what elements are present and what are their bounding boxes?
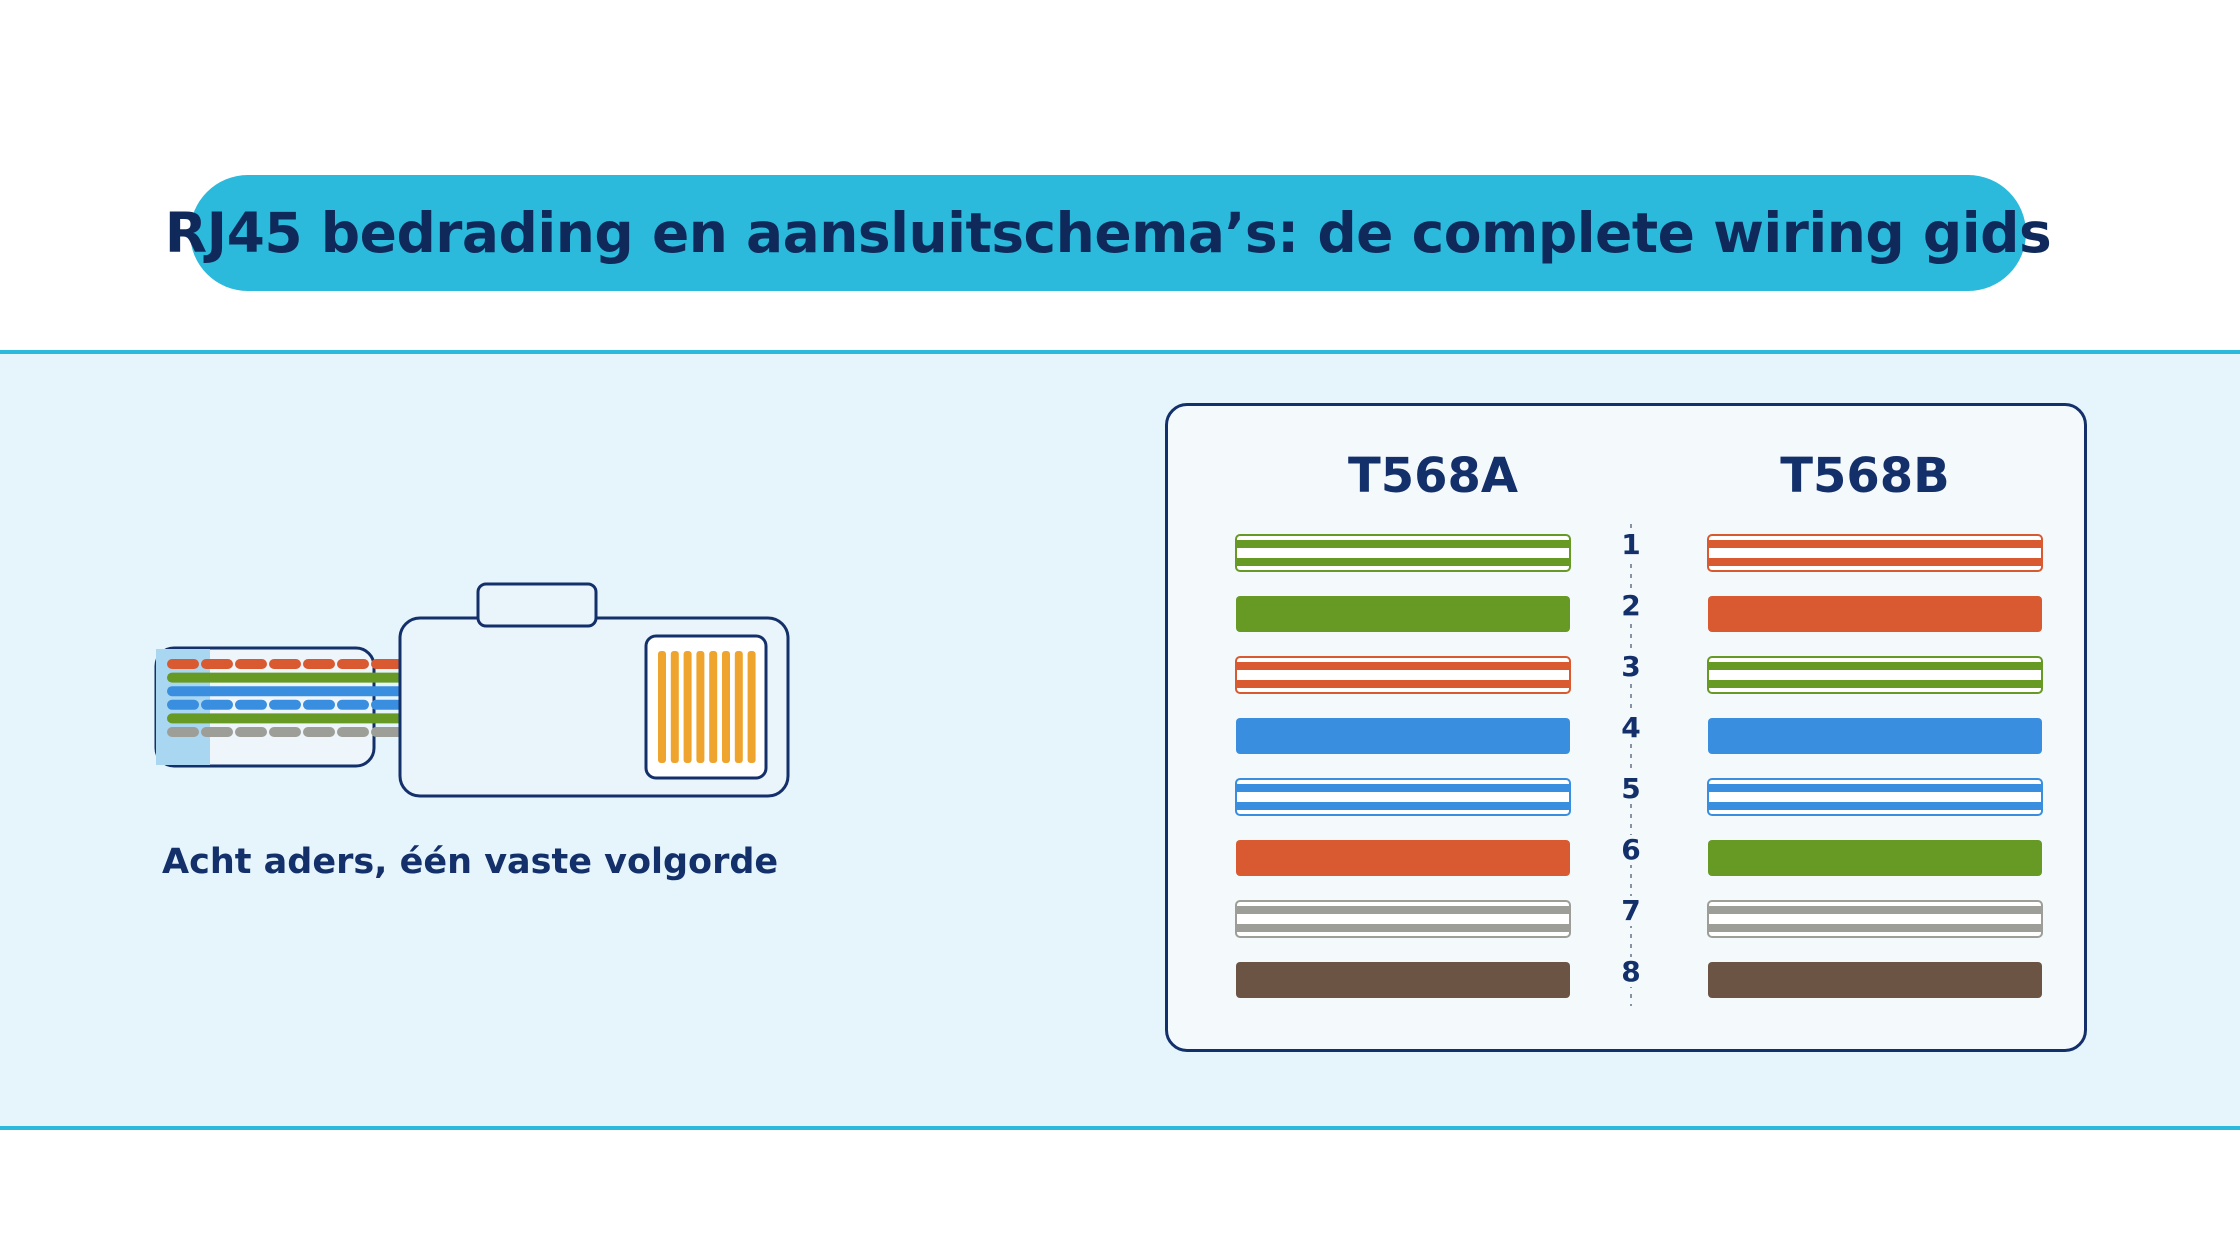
pin-number-6: 6 xyxy=(1621,833,1640,866)
wire-stripe-t568b-pin-7 xyxy=(1707,900,2043,938)
wire-stripe-t568b-pin-3 xyxy=(1707,656,2043,694)
pin-number-bg xyxy=(1617,835,1645,865)
pin-number-5: 5 xyxy=(1621,772,1640,805)
wire-stripe-t568b-pin-2 xyxy=(1708,596,2042,632)
contact-pin-8 xyxy=(747,651,756,763)
pin-number-bg xyxy=(1617,896,1645,926)
wire-stripe-t568a-pin-8 xyxy=(1236,962,1570,998)
contact-pin-5 xyxy=(709,651,718,763)
pin-number-bg xyxy=(1617,774,1645,804)
rj45-connector-icon xyxy=(154,582,790,798)
title-banner: RJ45 bedrading en aansluitschema’s: de c… xyxy=(165,175,2052,291)
pin-number-bg xyxy=(1617,530,1645,560)
contact-pin-4 xyxy=(696,651,705,763)
page-title: RJ45 bedrading en aansluitschema’s: de c… xyxy=(164,201,2052,265)
wire-stripe-t568b-pin-8 xyxy=(1708,962,2042,998)
connector-caption: Acht aders, één vaste volgorde xyxy=(162,842,779,882)
wiring-scheme-diagram: 1 2 3 4 5 6 7 8 xyxy=(1235,524,2043,1006)
pin-number-2: 2 xyxy=(1621,589,1640,622)
pin-number-bg xyxy=(1617,957,1645,987)
standard-title-t568a: T568A xyxy=(1347,448,1519,504)
pin-number-bg xyxy=(1617,713,1645,743)
contact-pin-3 xyxy=(683,651,692,763)
plug-latch xyxy=(476,582,598,628)
pin-number-8: 8 xyxy=(1621,955,1640,988)
wire-stripe-t568b-pin-1 xyxy=(1707,534,2043,572)
standard-title-t568b: T568B xyxy=(1780,448,1950,504)
wire-stripe-t568a-pin-4 xyxy=(1236,718,1570,754)
pin-number-bg xyxy=(1617,652,1645,682)
contact-pin-2 xyxy=(670,651,679,763)
wire-stripe-t568a-pin-1 xyxy=(1235,534,1571,572)
wire-stripe-t568b-pin-6 xyxy=(1708,840,2042,876)
contact-pin-1 xyxy=(658,651,666,763)
wire-stripe-t568a-pin-6 xyxy=(1236,840,1570,876)
pin-number-bg xyxy=(1617,591,1645,621)
wire-stripe-t568a-pin-5 xyxy=(1235,778,1571,816)
pin-number-7: 7 xyxy=(1621,894,1640,927)
pin-number-3: 3 xyxy=(1621,650,1640,683)
contact-pin-7 xyxy=(734,651,743,763)
wire-stripe-t568a-pin-2 xyxy=(1236,596,1570,632)
pin-number-4: 4 xyxy=(1621,711,1640,744)
contact-pin-6 xyxy=(722,651,730,763)
pin-number-1: 1 xyxy=(1621,528,1640,561)
wire-stripe-t568a-pin-7 xyxy=(1235,900,1571,938)
wire-stripe-t568a-pin-3 xyxy=(1235,656,1571,694)
wire-stripe-t568b-pin-4 xyxy=(1708,718,2042,754)
wire-stripe-t568b-pin-5 xyxy=(1707,778,2043,816)
wiring-scheme-panel: 1 2 3 4 5 6 7 8 T568A T568B xyxy=(1165,403,2087,1052)
